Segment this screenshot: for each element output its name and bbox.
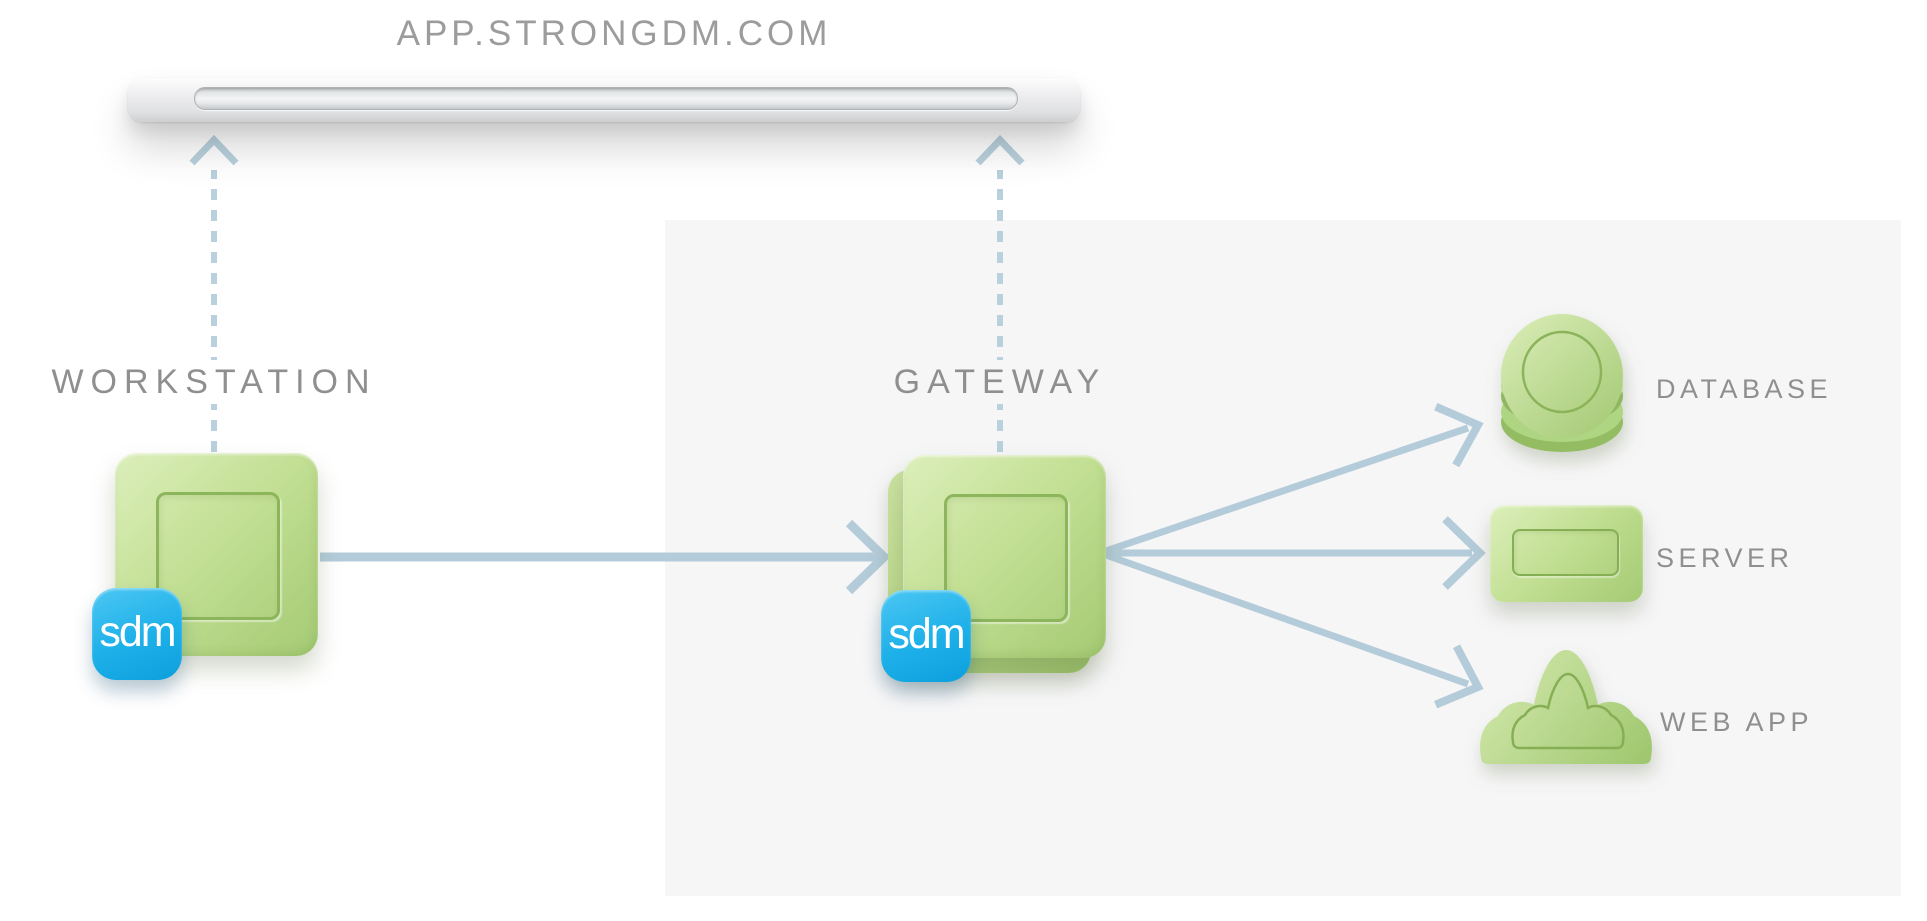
webapp-label: WEB APP [1660,707,1814,737]
sdm-badge: sdm [881,590,971,682]
server-icon-inset [1512,529,1619,576]
database-label: DATABASE [1656,374,1833,404]
workstation-label: WORKSTATION [14,360,414,404]
server-icon [1490,505,1643,602]
server-label: SERVER [1656,543,1794,573]
sdm-badge: sdm [92,588,182,680]
admin-bar-slot [194,87,1018,110]
admin-console-url: APP.STRONGDM.COM [396,14,832,53]
admin-bar-icon [128,78,1080,122]
gateway-label: GATEWAY [800,360,1200,404]
gateway-icon-inset [944,494,1068,622]
dashed-arrow-workstation-to-app [189,134,239,452]
workstation-icon-inset [156,492,280,620]
